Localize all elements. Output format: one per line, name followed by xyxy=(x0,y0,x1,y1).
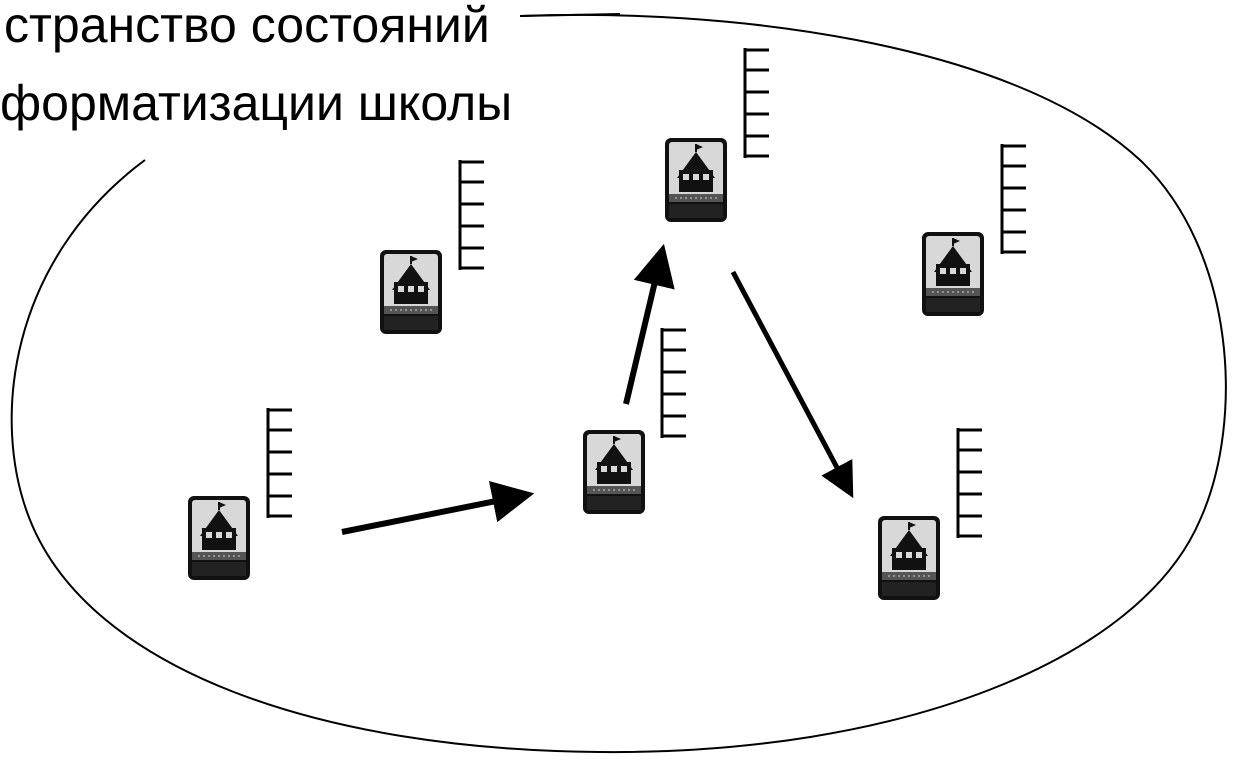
title-line-1: странство состояний xyxy=(4,0,490,53)
school-icon xyxy=(187,495,251,581)
level-scale xyxy=(956,426,984,540)
school-icon xyxy=(379,249,443,335)
school-icon xyxy=(664,137,728,223)
title-connector xyxy=(519,13,621,17)
school-icon xyxy=(921,231,985,317)
transition-arrow-2 xyxy=(623,243,675,405)
level-scale xyxy=(458,158,486,272)
level-scale xyxy=(743,46,771,160)
transition-arrow-1 xyxy=(341,481,535,535)
state-space-boundary xyxy=(10,13,1227,754)
level-scale xyxy=(660,326,688,440)
level-scale xyxy=(1000,142,1028,256)
level-scale xyxy=(266,406,294,520)
school-icon xyxy=(877,515,941,601)
transition-arrow-3 xyxy=(730,270,854,499)
title-line-2: форматизации школы xyxy=(0,75,512,131)
school-icon xyxy=(582,429,646,515)
